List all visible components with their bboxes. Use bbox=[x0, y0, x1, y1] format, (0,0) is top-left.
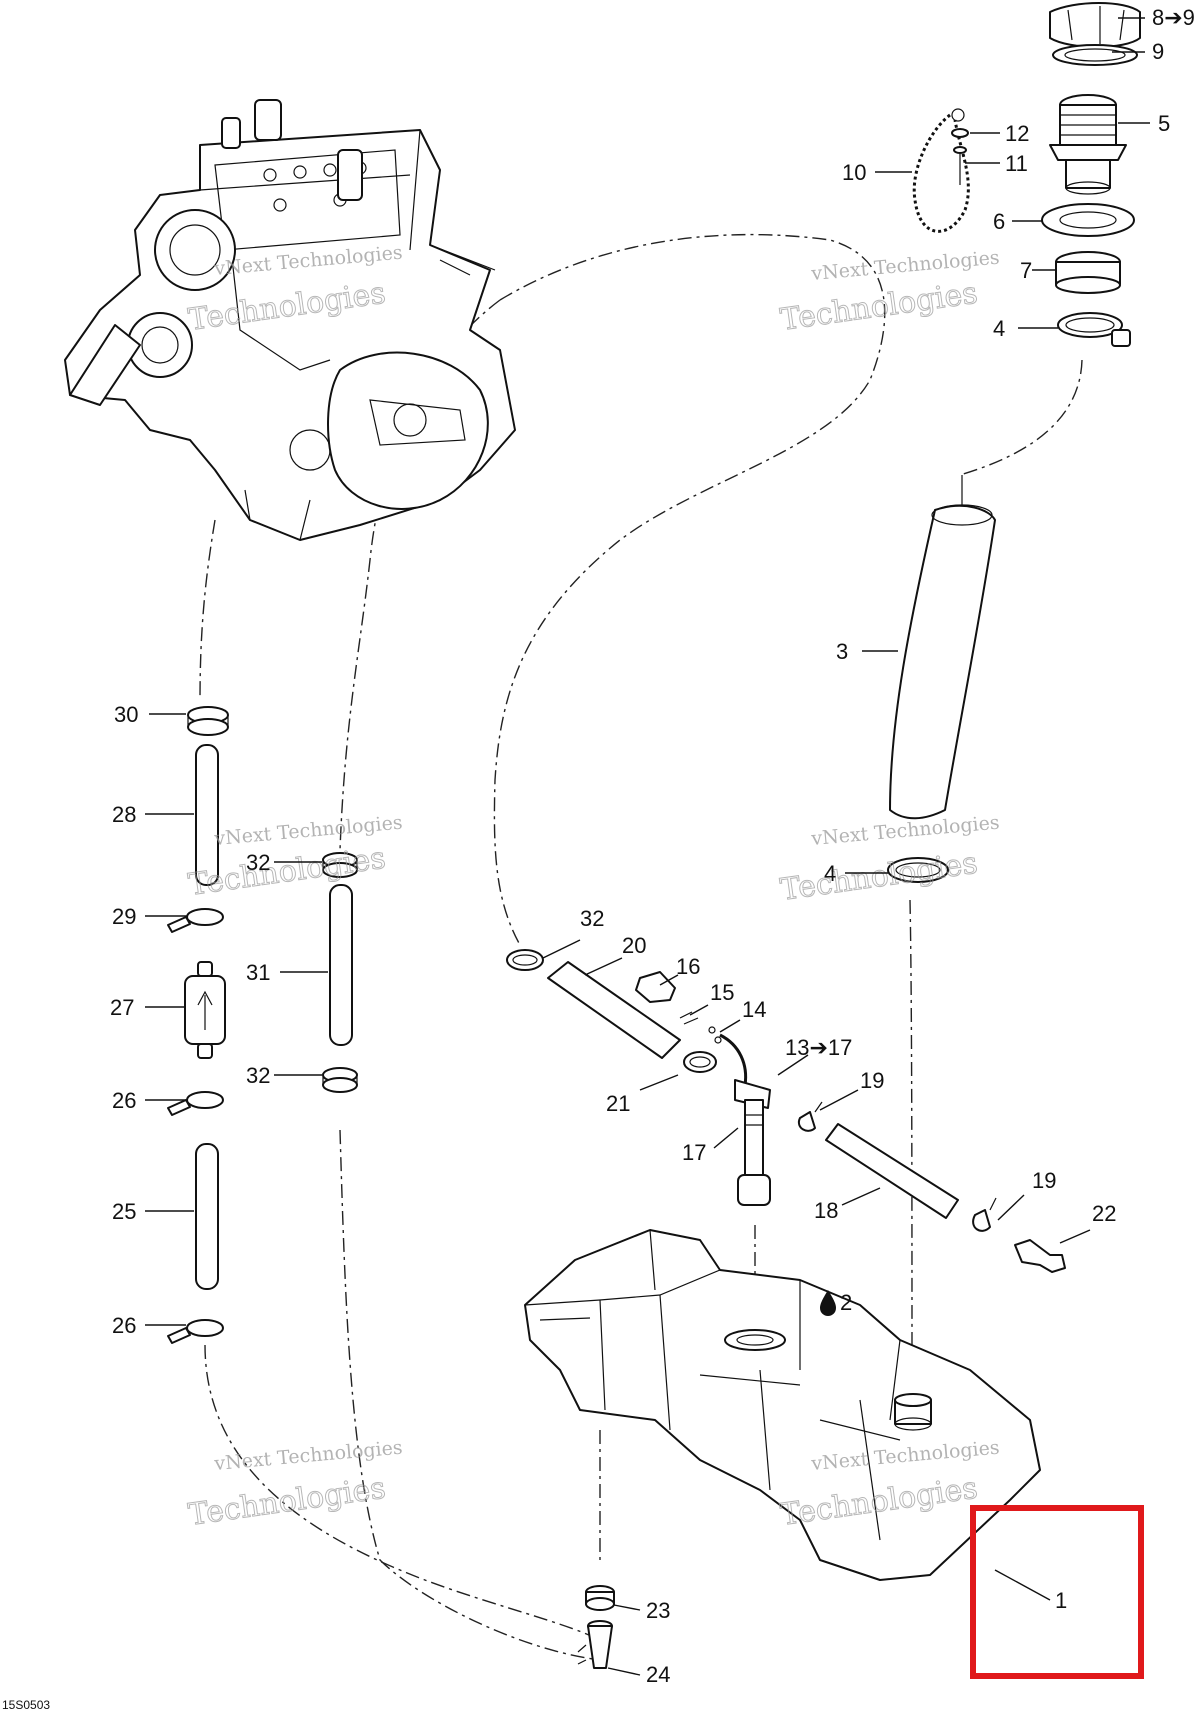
rivet-part-11 bbox=[953, 146, 967, 185]
callout-labels: 8➔9 9 5 12 11 10 6 7 4 3 4 30 28 32 29 3… bbox=[110, 5, 1195, 1687]
callout-9: 9 bbox=[1152, 39, 1164, 64]
callout-30: 30 bbox=[114, 702, 138, 727]
hose-part-25 bbox=[195, 1143, 219, 1290]
screw-part-15 bbox=[679, 1011, 699, 1025]
washer-part-12 bbox=[951, 128, 969, 138]
callout-31: 31 bbox=[246, 960, 270, 985]
callout-22: 22 bbox=[1092, 1201, 1116, 1226]
callout-32-c: 32 bbox=[580, 906, 604, 931]
callout-1: 1 bbox=[1055, 1588, 1067, 1613]
callout-15: 15 bbox=[710, 980, 734, 1005]
callout-leaders bbox=[145, 17, 1150, 1676]
callout-6: 6 bbox=[993, 209, 1005, 234]
callout-11: 11 bbox=[1005, 151, 1028, 176]
fitting-part-24 bbox=[577, 1620, 613, 1669]
svg-text:Technologies: Technologies bbox=[778, 276, 979, 338]
callout-2: 2 bbox=[820, 1290, 852, 1316]
clamp-part-30 bbox=[187, 706, 229, 736]
callout-20: 20 bbox=[622, 933, 646, 958]
filler-hose-part-3 bbox=[889, 475, 996, 820]
callout-23: 23 bbox=[646, 1598, 670, 1623]
callout-10: 10 bbox=[842, 160, 866, 185]
callout-32-b: 32 bbox=[246, 1063, 270, 1088]
svg-text:Technologies: Technologies bbox=[778, 846, 979, 908]
grommet-part-23 bbox=[585, 1585, 615, 1611]
callout-21: 21 bbox=[606, 1091, 630, 1116]
callout-24: 24 bbox=[646, 1662, 670, 1687]
callout-25: 25 bbox=[112, 1199, 136, 1224]
drop-icon bbox=[820, 1290, 836, 1316]
clamp-part-26-upper bbox=[167, 1091, 224, 1116]
callout-3: 3 bbox=[836, 639, 848, 664]
callout-27: 27 bbox=[110, 995, 134, 1020]
clamp-part-29 bbox=[167, 908, 224, 933]
clip-part-19-lower bbox=[972, 1197, 997, 1232]
gasket-part-6 bbox=[1041, 203, 1135, 237]
clamp-part-32-center bbox=[506, 949, 544, 971]
filler-neck-part-5 bbox=[1049, 94, 1127, 195]
clamp-part-4-top bbox=[1057, 312, 1131, 347]
clamp-part-21 bbox=[683, 1051, 717, 1073]
svg-text:Technologies: Technologies bbox=[186, 1471, 387, 1533]
callout-12: 12 bbox=[1005, 121, 1029, 146]
document-code: 15S0503 bbox=[2, 1698, 51, 1712]
clip-part-19-upper bbox=[797, 1101, 823, 1132]
callout-13-17: 13➔17 bbox=[785, 1035, 852, 1060]
callout-16: 16 bbox=[676, 954, 700, 979]
clamp-part-4-bottom bbox=[887, 857, 949, 883]
svg-text:vNext Technologies: vNext Technologies bbox=[213, 1437, 404, 1475]
hose-part-28 bbox=[195, 744, 219, 886]
svg-text:2: 2 bbox=[840, 1290, 852, 1315]
callout-14: 14 bbox=[742, 997, 766, 1022]
callout-19-a: 19 bbox=[860, 1068, 884, 1093]
callout-4-bottom: 4 bbox=[824, 861, 836, 886]
clamp-part-32-lower bbox=[322, 1067, 358, 1093]
clamp-part-32-upper bbox=[322, 852, 358, 878]
clamp-part-26-lower bbox=[167, 1319, 224, 1344]
callout-17: 17 bbox=[682, 1140, 706, 1165]
pickup-tube-part-17 bbox=[719, 1033, 771, 1206]
callout-4-top: 4 bbox=[993, 316, 1005, 341]
highlight-box-part-1 bbox=[970, 1505, 1144, 1679]
callout-28: 28 bbox=[112, 802, 136, 827]
hose-part-31 bbox=[329, 884, 353, 1046]
nut-part-7 bbox=[1055, 251, 1121, 294]
fuel-cap-assembly bbox=[1049, 2, 1141, 66]
tether-part-10 bbox=[912, 108, 970, 233]
connector-part-16 bbox=[635, 971, 676, 1003]
callout-18: 18 bbox=[814, 1198, 838, 1223]
callout-29: 29 bbox=[112, 904, 136, 929]
callout-26-a: 26 bbox=[112, 1088, 136, 1113]
fitting-part-22 bbox=[1014, 1239, 1066, 1273]
washer-part-14 bbox=[708, 1026, 722, 1044]
hose-part-20 bbox=[547, 961, 681, 1059]
callout-26-b: 26 bbox=[112, 1313, 136, 1338]
callout-5: 5 bbox=[1158, 111, 1170, 136]
callout-32-a: 32 bbox=[246, 850, 270, 875]
engine-assembly bbox=[64, 99, 516, 541]
callout-8-9: 8➔9 bbox=[1152, 5, 1195, 30]
hose-part-18 bbox=[825, 1123, 959, 1219]
fuel-filter-part-27 bbox=[184, 961, 226, 1059]
callout-7: 7 bbox=[1020, 258, 1032, 283]
fuel-tank-part-1 bbox=[524, 1229, 1041, 1581]
callout-19-b: 19 bbox=[1032, 1168, 1056, 1193]
